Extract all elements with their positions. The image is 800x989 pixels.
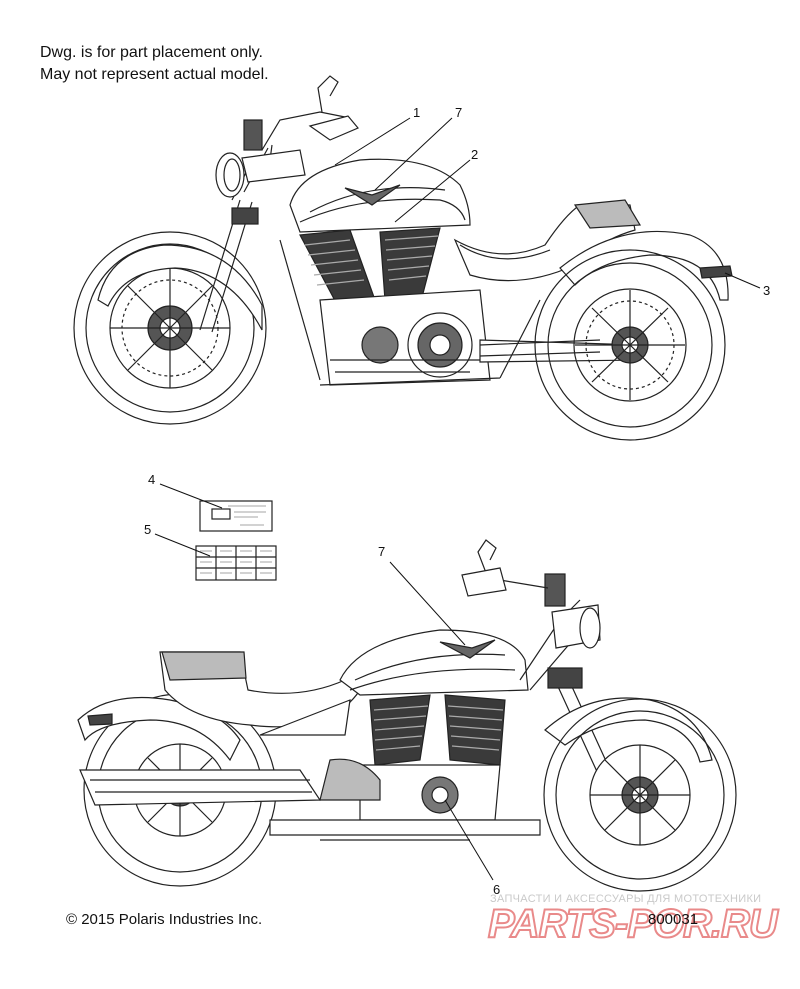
front-wheel-bottom [543, 697, 737, 892]
callout-7-bottom: 7 [378, 544, 385, 559]
engine-bottom [319, 694, 506, 821]
seat-top [453, 199, 642, 282]
fuel-tank-bottom [339, 629, 529, 696]
fuel-tank-top [289, 158, 471, 233]
motorcycle-left-side-view [77, 539, 737, 892]
callout-6: 6 [493, 882, 500, 897]
leader-lines [154, 117, 761, 881]
watermark-brand: PARTS-POR.RU [487, 901, 779, 947]
callout-1: 1 [413, 105, 420, 120]
callout-3: 3 [763, 283, 770, 298]
callout-7-top: 7 [455, 105, 462, 120]
callout-2: 2 [471, 147, 478, 162]
watermark-tagline: ЗАПЧАСТИ И АКСЕССУАРЫ ДЛЯ МОТОТЕХНИКИ [490, 893, 762, 905]
decal-5-label [195, 545, 277, 581]
callout-5: 5 [144, 522, 151, 537]
placement-note-line-2: May not represent actual model. [40, 66, 269, 83]
callout-4: 4 [148, 472, 155, 487]
engine-top [299, 227, 491, 386]
seat-bottom [159, 651, 361, 736]
motorcycle-right-side-view [73, 75, 733, 441]
decal-4-label [199, 500, 273, 532]
placement-note: Dwg. is for part placement only. May not… [40, 42, 269, 86]
front-wheel-top [73, 231, 267, 425]
placement-note-line-1: Dwg. is for part placement only. [40, 44, 263, 61]
callout-numbers: 1 7 2 3 4 5 7 6 [144, 105, 770, 897]
copyright-text: © 2015 Polaris Industries Inc. [66, 911, 263, 928]
drawing-number: 800031 [648, 911, 699, 928]
rear-wheel-top [534, 249, 726, 441]
